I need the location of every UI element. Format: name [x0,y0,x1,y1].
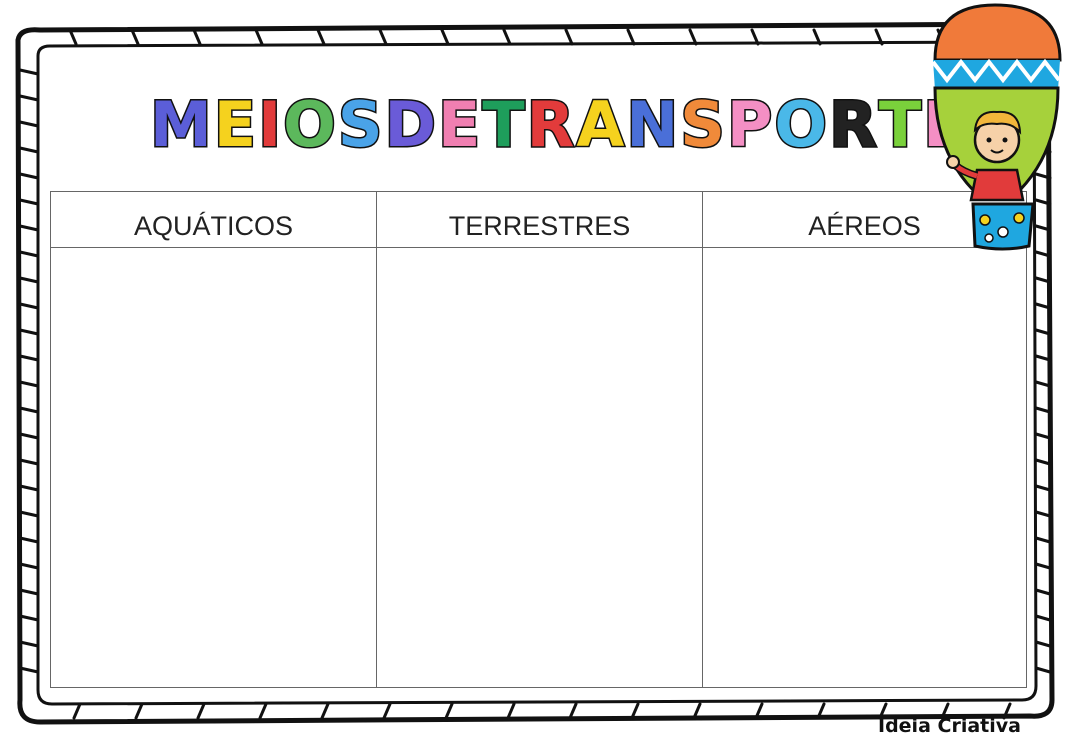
title-letter: A [575,86,627,162]
title-letter: S [679,86,727,162]
title-letter: M [149,86,214,162]
column-header-aquaticos: AQUÁTICOS [51,192,377,248]
column-header-terrestres: TERRESTRES [377,192,703,248]
column-body-terrestres [377,248,703,687]
hot-air-balloon-illustration [931,3,1062,251]
column-header-aereos: AÉREOS [703,192,1026,248]
title-letter: T [877,86,924,162]
title-letter: O [773,86,830,162]
classification-table: AQUÁTICOS TERRESTRES AÉREOS [50,191,1027,688]
page-title: MEIOSDETRANSPORTE [149,84,967,164]
title-letter: O [282,86,338,162]
credit-text: Ideia Criativa [878,715,1021,737]
title-letter: N [625,86,681,162]
title-letter: P [725,86,775,162]
title-letter: I [257,86,284,162]
title-letter: R [525,86,577,162]
title-letter: E [212,86,259,162]
title-letter: R [828,86,879,162]
column-body-aquaticos [51,248,377,687]
title-letter: T [481,86,527,162]
title-letter: E [436,86,483,162]
title-letter: D [383,86,438,162]
column-body-aereos [703,248,1026,687]
title-letter: S [336,86,385,162]
